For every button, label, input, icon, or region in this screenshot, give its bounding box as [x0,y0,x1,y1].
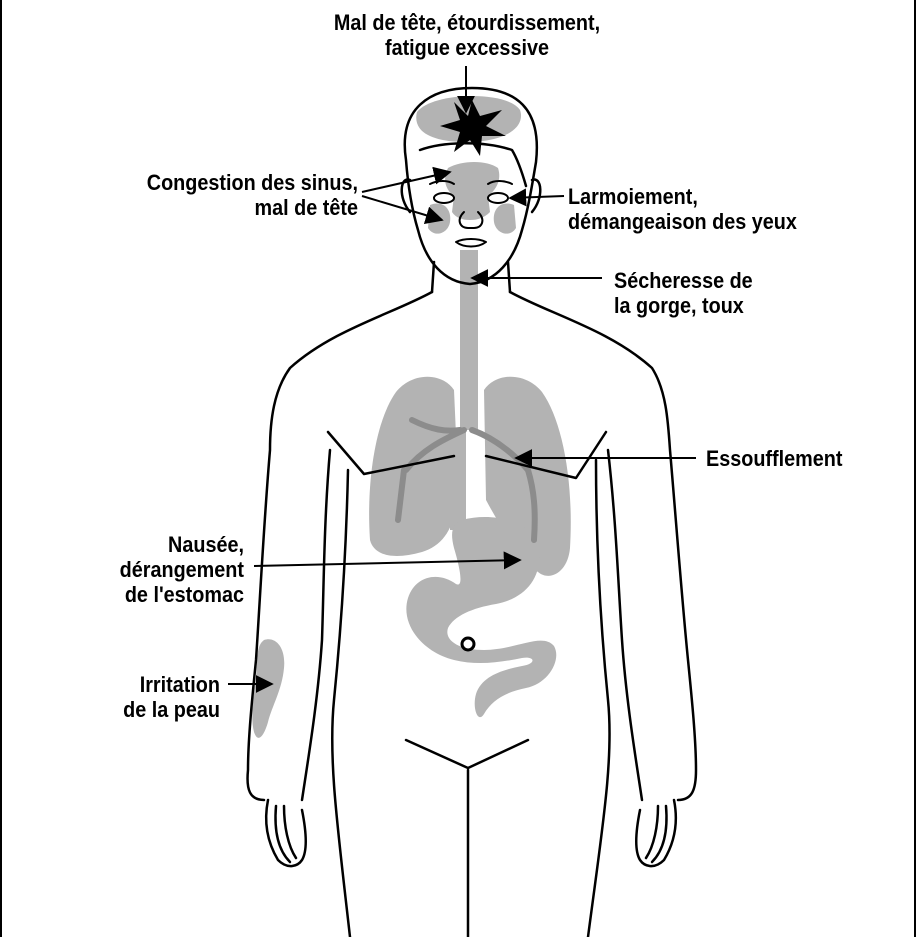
label-skin: Irritation de la peau [42,672,220,722]
label-eyes-line2: démangeaison des yeux [568,209,838,234]
label-throat: Sécheresse de la gorge, toux [614,268,830,318]
label-skin-line2: de la peau [42,697,220,722]
label-throat-line1: Sécheresse de [614,268,830,293]
label-stomach-line3: de l'estomac [44,582,244,607]
left-lung-shading [369,377,458,556]
label-stomach-line2: dérangement [44,557,244,582]
label-headache-line2: fatigue excessive [274,35,661,60]
label-skin-line1: Irritation [42,672,220,697]
label-sinus: Congestion des sinus, mal de tête [74,170,358,220]
label-throat-line2: la gorge, toux [614,293,830,318]
label-headache: Mal de tête, étourdissement, fatigue exc… [274,10,661,60]
label-eyes-line1: Larmoiement, [568,184,838,209]
label-headache-line1: Mal de tête, étourdissement, [274,10,661,35]
label-sinus-line2: mal de tête [74,195,358,220]
label-sinus-line1: Congestion des sinus, [74,170,358,195]
label-eyes: Larmoiement, démangeaison des yeux [568,184,838,234]
label-breath-line1: Essoufflement [706,446,877,471]
label-breath: Essoufflement [706,446,877,471]
label-stomach-line1: Nausée, [44,532,244,557]
label-stomach: Nausée, dérangement de l'estomac [44,532,244,607]
eyes-arrow [510,196,564,198]
sinus-shading [445,162,499,220]
